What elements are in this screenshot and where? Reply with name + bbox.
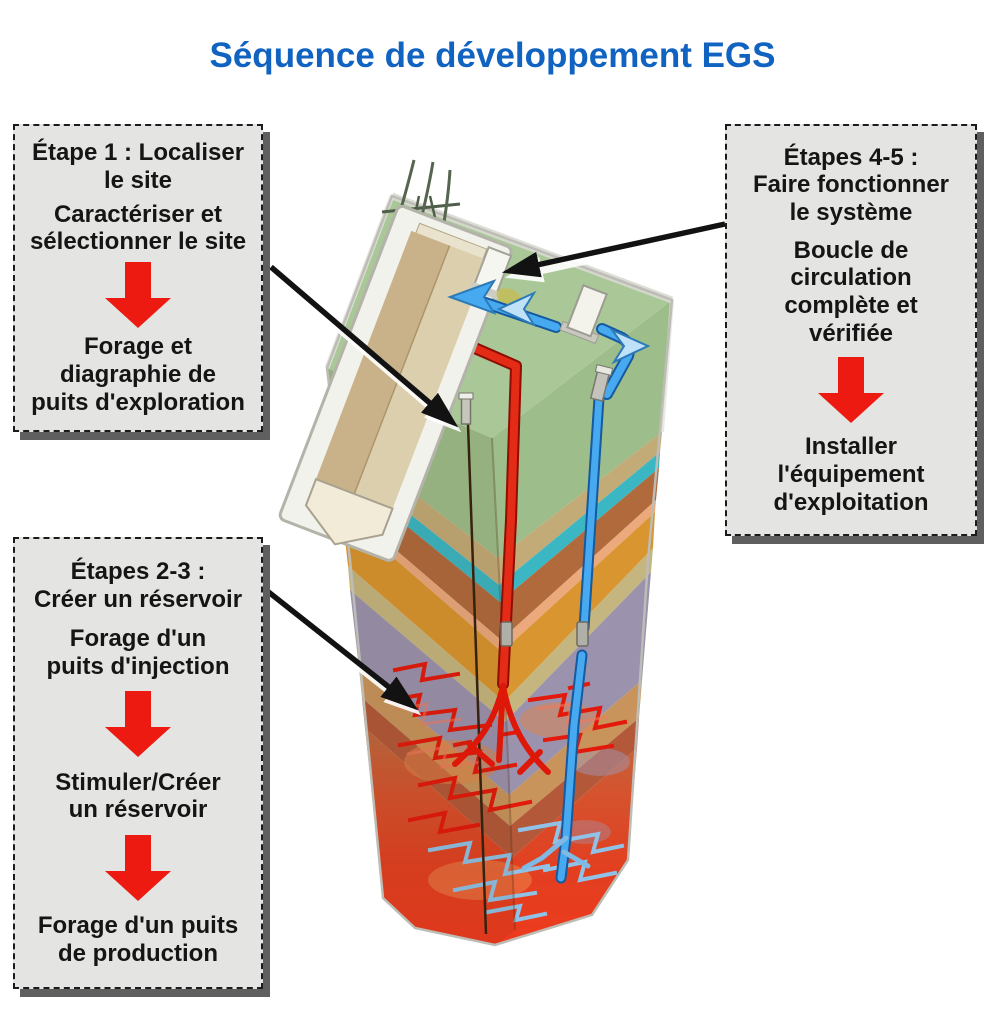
step45-box: Étapes 4-5 : Faire fonctionner le systèm… [725,124,977,536]
step45-text-loop: Boucle de circulation complète et vérifi… [784,236,918,348]
step23-text-stimulate: Stimuler/Créer un réservoir [55,768,221,824]
red-down-arrow [105,261,171,328]
well-collars [500,621,589,647]
step1-text-characterize: Caractériser et sélectionner le site [29,200,247,256]
red-down-arrow [818,357,884,424]
connector-arrow-step1 [269,264,462,433]
pump-station [559,284,609,345]
step1-box: Étape 1 : Localiser le site Caractériser… [13,124,263,432]
flow-chevrons [447,279,651,365]
exploration-well [466,423,488,935]
red-down-arrow [105,835,171,902]
connector-arrow-step23 [264,587,422,716]
step1-title: Étape 1 : Localiser le site [31,139,245,195]
red-down-arrow [105,691,171,758]
step45-text-install: Installer l'équipement d'exploitation [773,432,929,516]
step23-title: Étapes 2-3 : Créer un réservoir [33,558,243,613]
injection-well-red [441,330,551,775]
step45-title: Étapes 4-5 : Faire fonctionner le systèm… [752,143,950,227]
step1-text-drilling: Forage et diagraphie de puits d'explorat… [31,333,245,416]
production-well-blue [521,392,605,884]
page-title: Séquence de développement EGS [209,36,776,75]
step23-box: Étapes 2-3 : Créer un réservoir Forage d… [13,537,263,989]
step23-text-injection: Forage d'un puits d'injection [46,624,230,680]
step23-text-production: Forage d'un puits de production [37,912,239,968]
exploration-wellhead [458,392,474,425]
fracture-network-blue [427,820,625,923]
production-wellhead [589,364,614,402]
connector-arrow-step45 [501,221,729,283]
